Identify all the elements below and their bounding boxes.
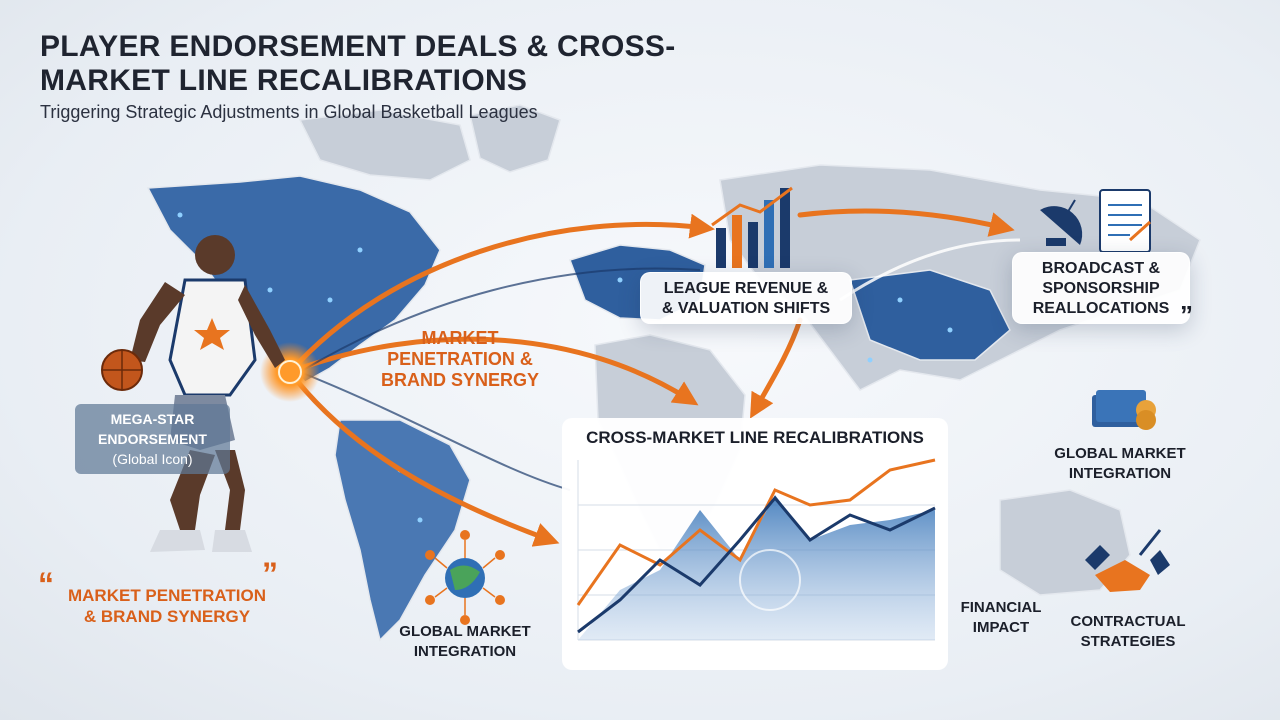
page-title: PLAYER ENDORSEMENT DEALS & CROSS-MARKET … [40,30,676,97]
money-stack-icon [1092,390,1156,430]
market-penetration-left-label: MARKET PENETRATION & BRAND SYNERGY [52,585,282,627]
league-revenue-line2: & VALUATION SHIFTS [661,300,831,317]
contractual-strategies-label: CONTRACTUAL STRATEGIES [1058,612,1198,652]
flow-arrows [287,208,1015,547]
global-market-bottom-label: GLOBAL MARKET INTEGRATION [380,622,550,662]
page-subtitle: Triggering Strategic Adjustments in Glob… [40,102,538,122]
chart-panel-title: CROSS-MARKET LINE RECALIBRATIONS [586,428,924,447]
satellite-dish-icon [1040,199,1083,246]
contractual-line1: CONTRACTUAL [1070,613,1186,630]
league-revenue-card: LEAGUE REVENUE & & VALUATION SHIFTS [640,272,852,324]
mega-star-line2: ENDORSEMENT [98,431,207,447]
broadcast-line2: SPONSORSHIP [1042,280,1160,297]
financial-impact-line2: IMPACT [972,619,1030,636]
league-revenue-line1: LEAGUE REVENUE & [663,280,829,297]
financial-impact-label: FINANCIAL IMPACT [948,598,1054,638]
mp-center-line2: PENETRATION & [387,349,533,369]
broadcast-card: BROADCAST & SPONSORSHIP REALLOCATIONS [1012,252,1190,324]
financial-impact-line1: FINANCIAL [960,599,1042,616]
market-penetration-center-label: MARKET PENETRATION & BRAND SYNERGY [370,328,550,391]
mp-center-line3: BRAND SYNERGY [380,370,540,390]
mp-center-line1: MARKET [421,328,499,348]
mega-star-endorsement-label: MEGA-STAR ENDORSEMENT (Global Icon) [75,404,230,474]
globe-network-icon [425,530,505,625]
gm-bottom-line1: GLOBAL MARKET [399,623,531,640]
gm-right-line2: INTEGRATION [1068,465,1172,482]
broadcast-line3: REALLOCATIONS [1032,300,1170,317]
close-quote-icon: ” [262,556,278,592]
contractual-line2: STRATEGIES [1080,633,1176,650]
global-market-right-label: GLOBAL MARKET INTEGRATION [1040,444,1200,484]
mega-star-line1: MEGA-STAR [110,411,195,427]
chart-series [576,458,936,640]
mega-star-line3: (Global Icon) [112,451,193,467]
broadcast-line1: BROADCAST & [1041,260,1161,277]
document-icon [1099,189,1152,253]
bar-chart-icon [711,186,793,268]
mp-left-line2: & BRAND SYNERGY [83,607,251,626]
gm-right-line1: GLOBAL MARKET [1054,445,1186,462]
handshake-icon [1085,529,1170,592]
gm-bottom-line2: INTEGRATION [413,643,517,660]
open-quote-icon: “ [38,566,54,602]
mp-left-line1: MARKET PENETRATION [67,586,266,605]
broadcast-quote-icon: ” [1180,300,1193,330]
